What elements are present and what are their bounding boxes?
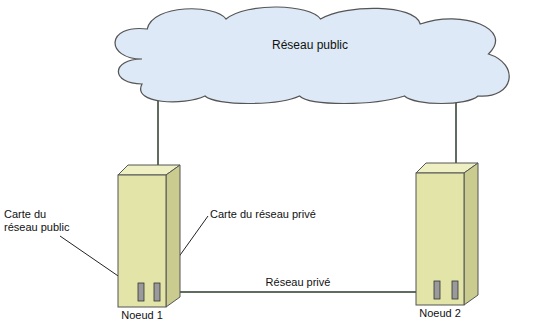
server-tower: Noeud 2 (416, 163, 478, 305)
link-label: Réseau privé (264, 276, 333, 288)
tower-outline (416, 163, 478, 305)
network-card (452, 281, 458, 299)
node-name: Noeud 2 (396, 307, 484, 319)
cloud-outline (100, 4, 520, 104)
callout-label: Carte du réseau public (4, 208, 82, 234)
network-card (434, 281, 440, 299)
callout-label: Carte du réseau privé (210, 208, 340, 221)
tower-outline (118, 165, 180, 307)
network-name: Réseau public (100, 38, 520, 52)
network-link (180, 291, 416, 293)
node-name: Noeud 1 (98, 309, 186, 321)
network-link (455, 94, 457, 165)
server-tower: Noeud 1 (118, 165, 180, 307)
network-card (154, 283, 160, 301)
network-cloud: Réseau public (100, 4, 520, 104)
network-card (138, 283, 144, 301)
network-link (157, 94, 159, 167)
